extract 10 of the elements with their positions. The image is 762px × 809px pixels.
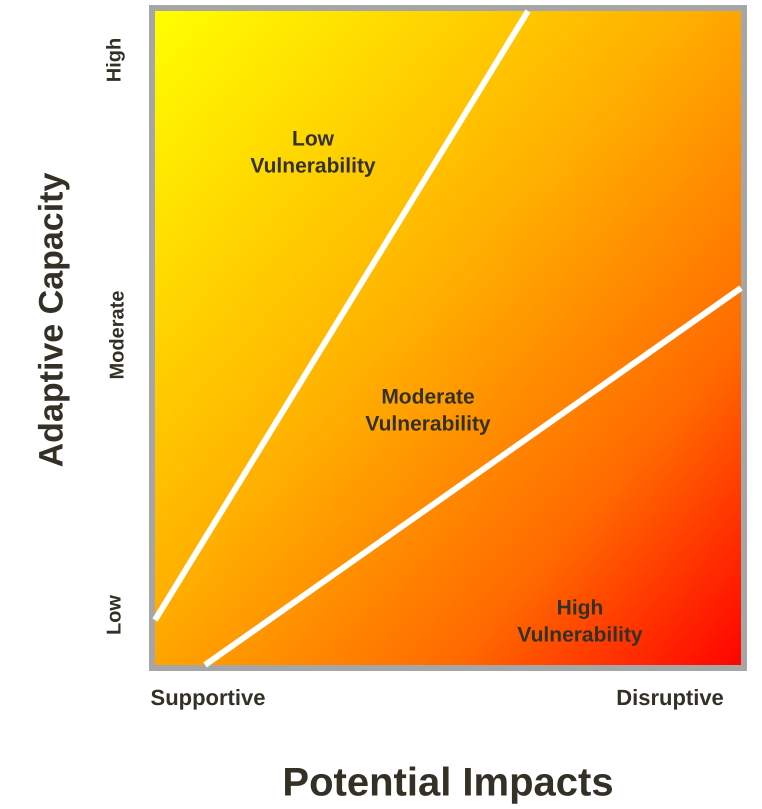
axis-tick-label: Supportive bbox=[150, 685, 266, 711]
region-label: Low Vulnerability bbox=[249, 126, 377, 180]
axis-tick-label: Disruptive bbox=[616, 685, 724, 711]
region-label: High Vulnerability bbox=[516, 596, 644, 649]
axis-tick-label: High bbox=[104, 38, 126, 82]
axis-tick-label: Moderate bbox=[106, 290, 130, 380]
region-label: Moderate Vulnerability bbox=[364, 384, 492, 438]
axis-title: Adaptive Capacity bbox=[32, 172, 72, 468]
axis-tick-label: Low bbox=[104, 595, 126, 635]
axis-title: Potential Impacts bbox=[282, 760, 614, 806]
